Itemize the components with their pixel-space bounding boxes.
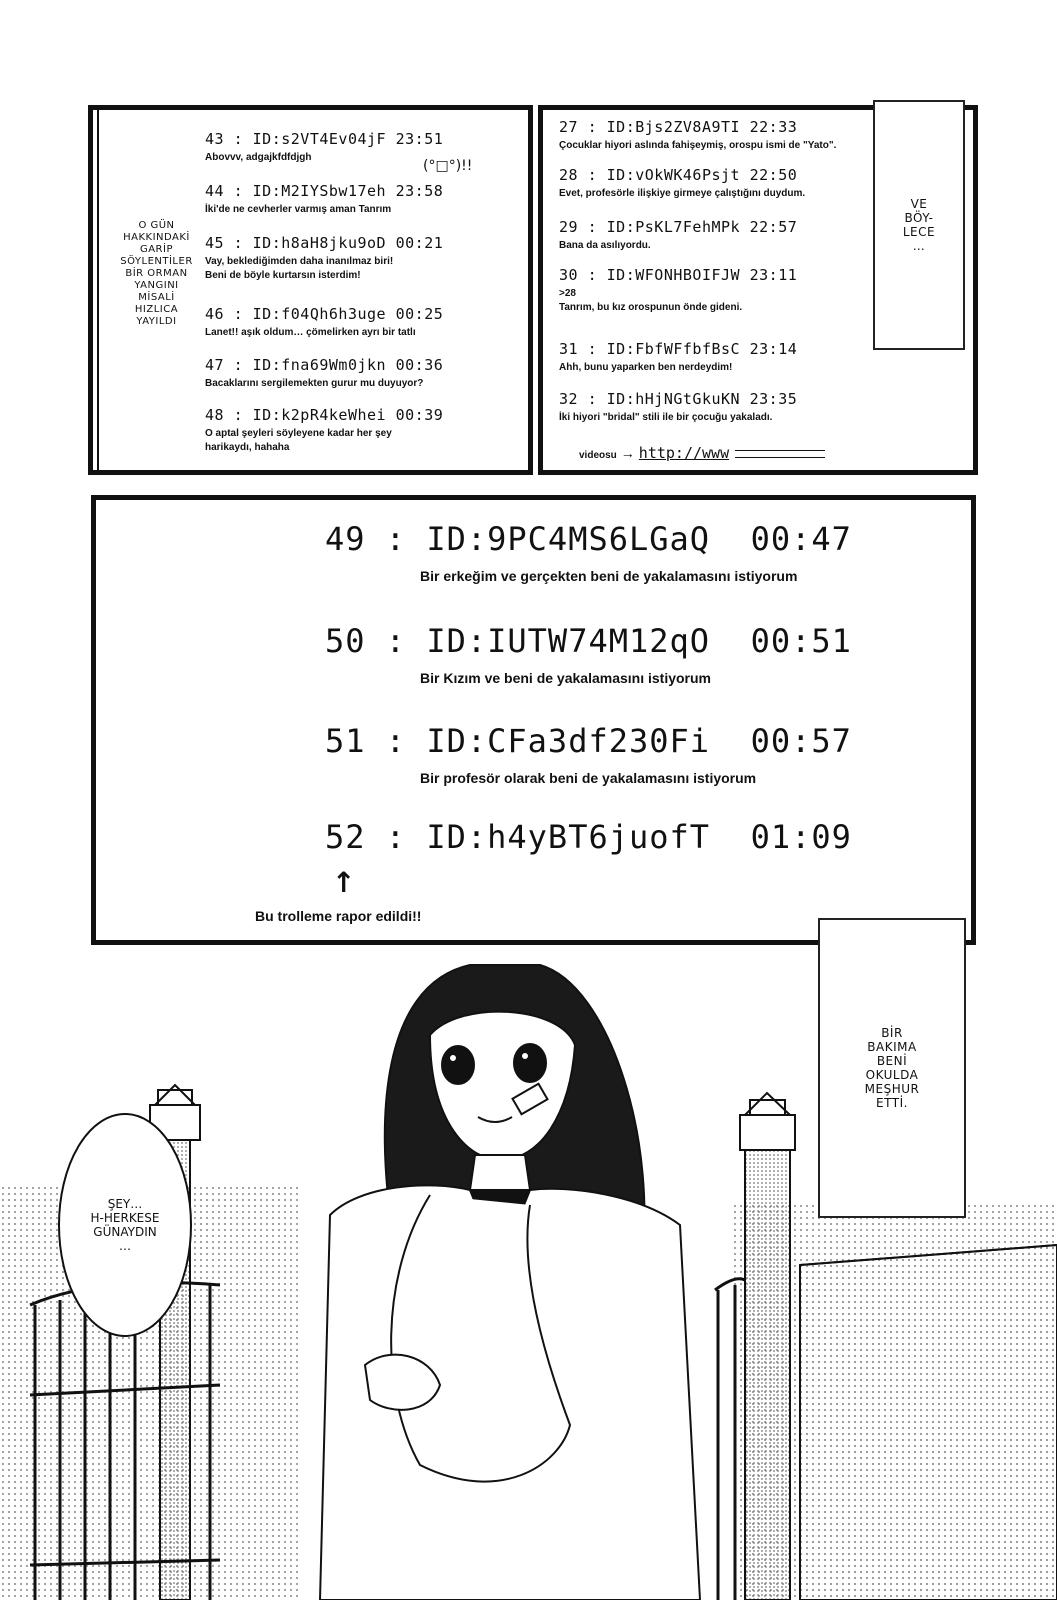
forum-panel-main [91, 495, 976, 945]
post-header: 30 : ID:WFONHBOIFJW 23:11 [559, 266, 798, 284]
post-message: İki'de ne cevherler varmış aman Tanrım [205, 204, 392, 215]
post-message: O aptal şeyleri söyleyene kadar her şey … [205, 428, 392, 453]
greeting-speech-bubble: ŞEY… H-HERKESE GÜNAYDIN … [55, 1110, 195, 1340]
forum-post-large: 51 : ID:CFa3df230Fi 00:57 Bir profesör o… [325, 722, 852, 786]
post-header: 51 : ID:CFa3df230Fi 00:57 [325, 722, 852, 760]
video-link-row: videosu → http://www [579, 444, 826, 462]
post-message: Bir profesör olarak beni de yakalamasını… [420, 770, 757, 786]
post-header: 45 : ID:h8aH8jku9oD 00:21 [205, 234, 444, 252]
girl-character [318, 964, 702, 1600]
and-so-caption: VE BÖY- LECE … [873, 100, 965, 350]
post-message: Ahh, bunu yaparken ben nerdeydim! [559, 362, 733, 373]
arrow-up-icon: ↑ [332, 866, 356, 899]
post-message: Bacaklarını sergilemekten gurur mu duyuy… [205, 378, 424, 389]
post-message: Bir Kızım ve beni de yakalamasını istiyo… [420, 670, 711, 686]
forum-post-large: 49 : ID:9PC4MS6LGaQ 00:47 Bir erkeğim ve… [325, 520, 852, 584]
rumor-caption-text: O GÜN HAKKINDAKİ GARİP SÖYLENTİLER BİR O… [120, 220, 193, 327]
post-message: Abovvv, adgajkfdfdjgh [205, 152, 312, 163]
forum-post: 43 : ID:s2VT4Ev04jF 23:51 Abovvv, adgajk… [205, 130, 525, 165]
forum-post: 32 : ID:hHjNGtGkuKN 23:35 İki hiyori "br… [559, 390, 859, 425]
post-header: 32 : ID:hHjNGtGkuKN 23:35 [559, 390, 798, 408]
fame-caption-text: BİR BAKIMA BENİ OKULDA MEŞHUR ETTİ. [864, 1026, 920, 1110]
forum-post: 27 : ID:Bjs2ZV8A9TI 22:33 Çocuklar hiyor… [559, 118, 859, 153]
post-header: 48 : ID:k2pR4keWhei 00:39 [205, 406, 444, 424]
post-header: 52 : ID:h4yBT6juofT 01:09 [325, 818, 852, 856]
forum-post: 48 : ID:k2pR4keWhei 00:39 O aptal şeyler… [205, 406, 444, 455]
post-header: 28 : ID:vOkWK46Psjt 22:50 [559, 166, 798, 184]
arrow-right-icon: → [620, 445, 635, 461]
post-message: Vay, beklediğimden daha inanılmaz biri! … [205, 256, 394, 281]
emoticon: (°□°)!! [423, 158, 473, 174]
post-header: 46 : ID:f04Qh6h3uge 00:25 [205, 305, 444, 323]
forum-post: 45 : ID:h8aH8jku9oD 00:21 Vay, beklediği… [205, 234, 444, 283]
report-note: Bu trolleme rapor edildi!! [255, 908, 422, 924]
and-so-caption-text: VE BÖY- LECE … [902, 197, 936, 253]
forum-post: 28 : ID:vOkWK46Psjt 22:50 Evet, profesör… [559, 166, 859, 201]
panel-inner-border [97, 110, 99, 470]
post-header: 43 : ID:s2VT4Ev04jF 23:51 [205, 130, 444, 148]
post-message: Çocuklar hiyori aslında fahişeymiş, oros… [559, 140, 837, 151]
forum-post-large: 52 : ID:h4yBT6juofT 01:09 [325, 818, 852, 856]
post-message: İki hiyori "bridal" stili ile bir çocuğu… [559, 412, 773, 423]
forum-post-large: 50 : ID:IUTW74M12qO 00:51 Bir Kızım ve b… [325, 622, 852, 686]
post-header: 27 : ID:Bjs2ZV8A9TI 22:33 [559, 118, 798, 136]
fame-caption: BİR BAKIMA BENİ OKULDA MEŞHUR ETTİ. [818, 918, 966, 1218]
video-link[interactable]: http://www [638, 444, 730, 462]
post-message: Evet, profesörle ilişkiye girmeye çalışt… [559, 188, 806, 199]
forum-post: 30 : ID:WFONHBOIFJW 23:11 >28 Tanrım, bu… [559, 266, 859, 315]
post-message: Lanet!! aşık oldum… çömelirken ayrı bir … [205, 327, 416, 338]
link-tail-lines [735, 450, 826, 458]
forum-post: 47 : ID:fna69Wm0jkn 00:36 Bacaklarını se… [205, 356, 525, 391]
speech-bubble-shape [58, 1113, 192, 1337]
post-header: 50 : ID:IUTW74M12qO 00:51 [325, 622, 852, 660]
gate-pillar-right [739, 1091, 796, 1600]
post-message: Bana da asılıyordu. [559, 240, 651, 251]
forum-panel-right: 27 : ID:Bjs2ZV8A9TI 22:33 Çocuklar hiyor… [538, 100, 978, 475]
post-header: 49 : ID:9PC4MS6LGaQ 00:47 [325, 520, 852, 558]
school-wall [799, 1243, 1057, 1600]
forum-post: 44 : ID:M2IYSbw17eh 23:58 İki'de ne cevh… [205, 182, 525, 217]
post-header: 31 : ID:FbfWFfbfBsC 23:14 [559, 340, 798, 358]
forum-post: 31 : ID:FbfWFfbfBsC 23:14 Ahh, bunu yapa… [559, 340, 859, 375]
forum-panel-left: O GÜN HAKKINDAKİ GARİP SÖYLENTİLER BİR O… [88, 105, 533, 475]
post-message: Bir erkeğim ve gerçekten beni de yakalam… [420, 568, 798, 584]
post-message: >28 Tanrım, bu kız orospunun önde gideni… [559, 288, 743, 313]
post-header: 47 : ID:fna69Wm0jkn 00:36 [205, 356, 444, 374]
greeting-text: ŞEY… H-HERKESE GÜNAYDIN … [90, 1197, 160, 1253]
post-header: 44 : ID:M2IYSbw17eh 23:58 [205, 182, 444, 200]
forum-post: 29 : ID:PsKL7FehMPk 22:57 Bana da asılıy… [559, 218, 859, 253]
post-header: 29 : ID:PsKL7FehMPk 22:57 [559, 218, 798, 236]
gate-right [714, 1277, 746, 1600]
forum-post: 46 : ID:f04Qh6h3uge 00:25 Lanet!! aşık o… [205, 305, 525, 340]
video-label: videosu [579, 450, 617, 461]
rumor-caption: O GÜN HAKKINDAKİ GARİP SÖYLENTİLER BİR O… [113, 220, 200, 327]
